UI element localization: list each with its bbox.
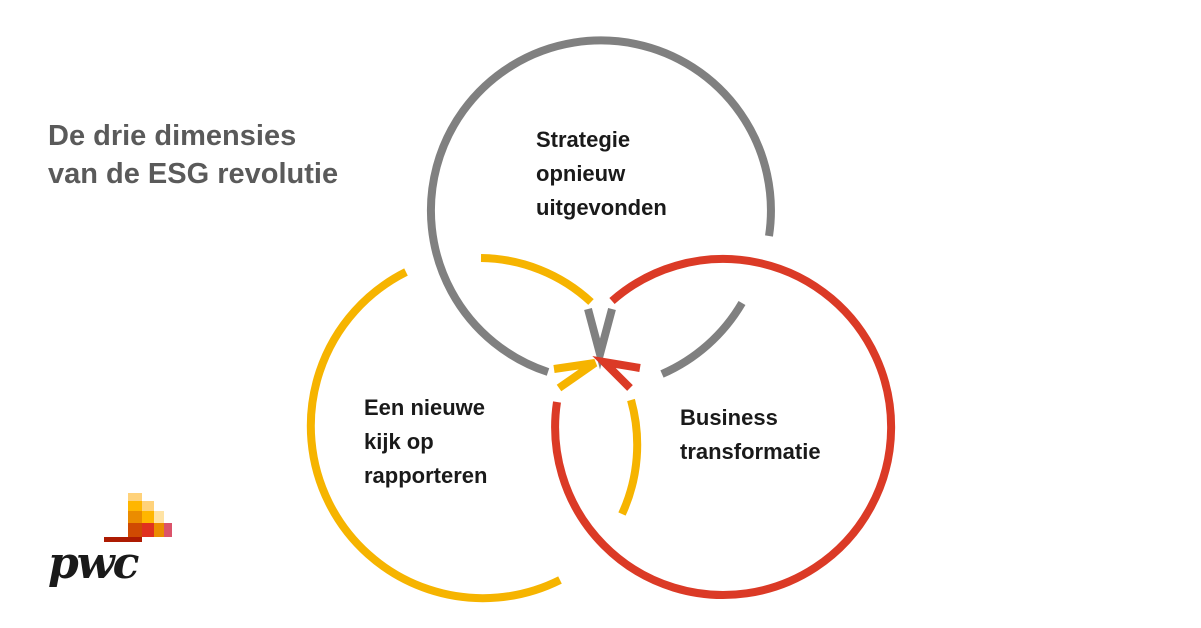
- pwc-logo-icon: [104, 493, 172, 542]
- reporting-label-line-1: Een nieuwe: [364, 395, 486, 420]
- strategy-circle-main: [426, 36, 775, 376]
- business-arrow-icon: [592, 356, 641, 391]
- reporting-circle-upper: [480, 254, 594, 305]
- business-label-line-1: Business: [680, 405, 778, 430]
- strategy-label-line-1: Strategie: [536, 127, 631, 152]
- reporting-label: Een nieuwe kijk op rapporteren: [364, 391, 487, 493]
- reporting-circle: [306, 268, 562, 603]
- strategy-label-line-3: uitgevonden: [536, 195, 667, 220]
- business-label: Business transformatie: [680, 401, 821, 469]
- reporting-arrow-icon: [553, 359, 598, 392]
- strategy-label: Strategie opnieuw uitgevonden: [536, 123, 667, 225]
- reporting-label-line-3: rapporteren: [364, 463, 488, 488]
- headline-line-2: van de ESG revolutie: [48, 158, 339, 190]
- headline: De drie dimensies van de ESG revolutie: [48, 117, 408, 193]
- strategy-label-line-2: opnieuw: [536, 161, 626, 186]
- reporting-circle-lower: [618, 398, 642, 516]
- strategy-circle: [660, 300, 746, 378]
- business-label-line-2: transformatie: [680, 439, 821, 464]
- strategy-arrow-icon: [584, 307, 616, 370]
- reporting-label-line-2: kijk op: [364, 429, 434, 454]
- headline-line-1: De drie dimensies: [48, 120, 297, 152]
- business-circle: [551, 255, 896, 599]
- pwc-wordmark: pwc: [48, 538, 139, 589]
